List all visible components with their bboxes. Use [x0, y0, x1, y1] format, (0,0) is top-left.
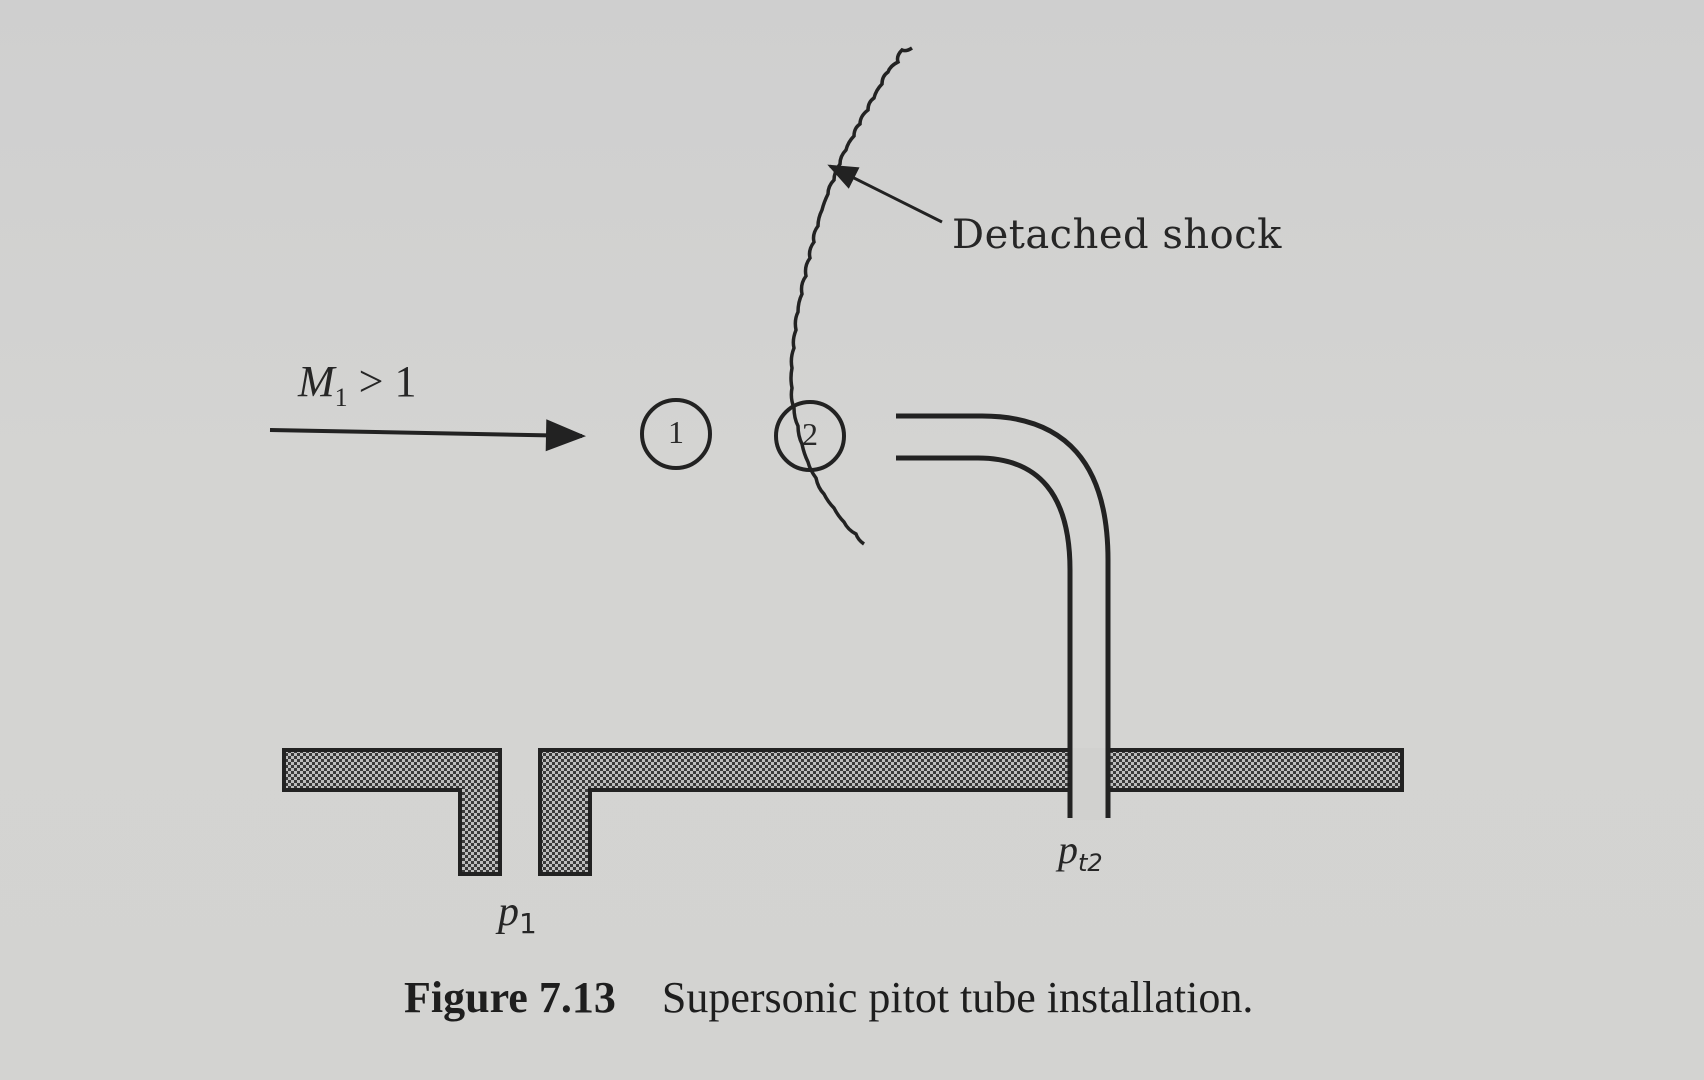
figure-number: Figure 7.13	[404, 973, 616, 1022]
figure-caption: Figure 7.13 Supersonic pitot tube install…	[404, 972, 1253, 1023]
pitot-tube-outer	[896, 413, 1111, 818]
shock-leader-arrow	[827, 164, 943, 224]
station-2-label: 2	[802, 416, 818, 452]
wall-right-section	[538, 748, 1072, 876]
caption-text: Supersonic pitot tube installation.	[661, 973, 1254, 1022]
total-pressure-symbol: p	[1058, 827, 1078, 872]
total-pressure-label: pt2	[1058, 826, 1103, 877]
mach-number-label: M1 > 1	[298, 356, 416, 413]
detached-shock-curve	[789, 46, 913, 546]
pitot-tube-bore	[1072, 748, 1106, 820]
flow-arrow	[269, 419, 586, 452]
static-pressure-subscript: 1	[519, 907, 537, 940]
total-pressure-subscript: t2	[1078, 849, 1103, 877]
wall-far-right-section	[1106, 748, 1404, 792]
mach-symbol: M	[298, 357, 335, 406]
static-pressure-label: p1	[498, 888, 537, 940]
detached-shock-label: Detached shock	[952, 212, 1282, 258]
mach-subscript: 1	[334, 383, 348, 412]
station-1-circle	[640, 398, 712, 470]
mach-condition: > 1	[347, 357, 417, 406]
static-pressure-symbol: p	[498, 889, 519, 935]
wall-left-section	[282, 748, 502, 876]
pitot-tube-inner	[896, 455, 1073, 818]
station-1-label: 1	[668, 414, 684, 450]
